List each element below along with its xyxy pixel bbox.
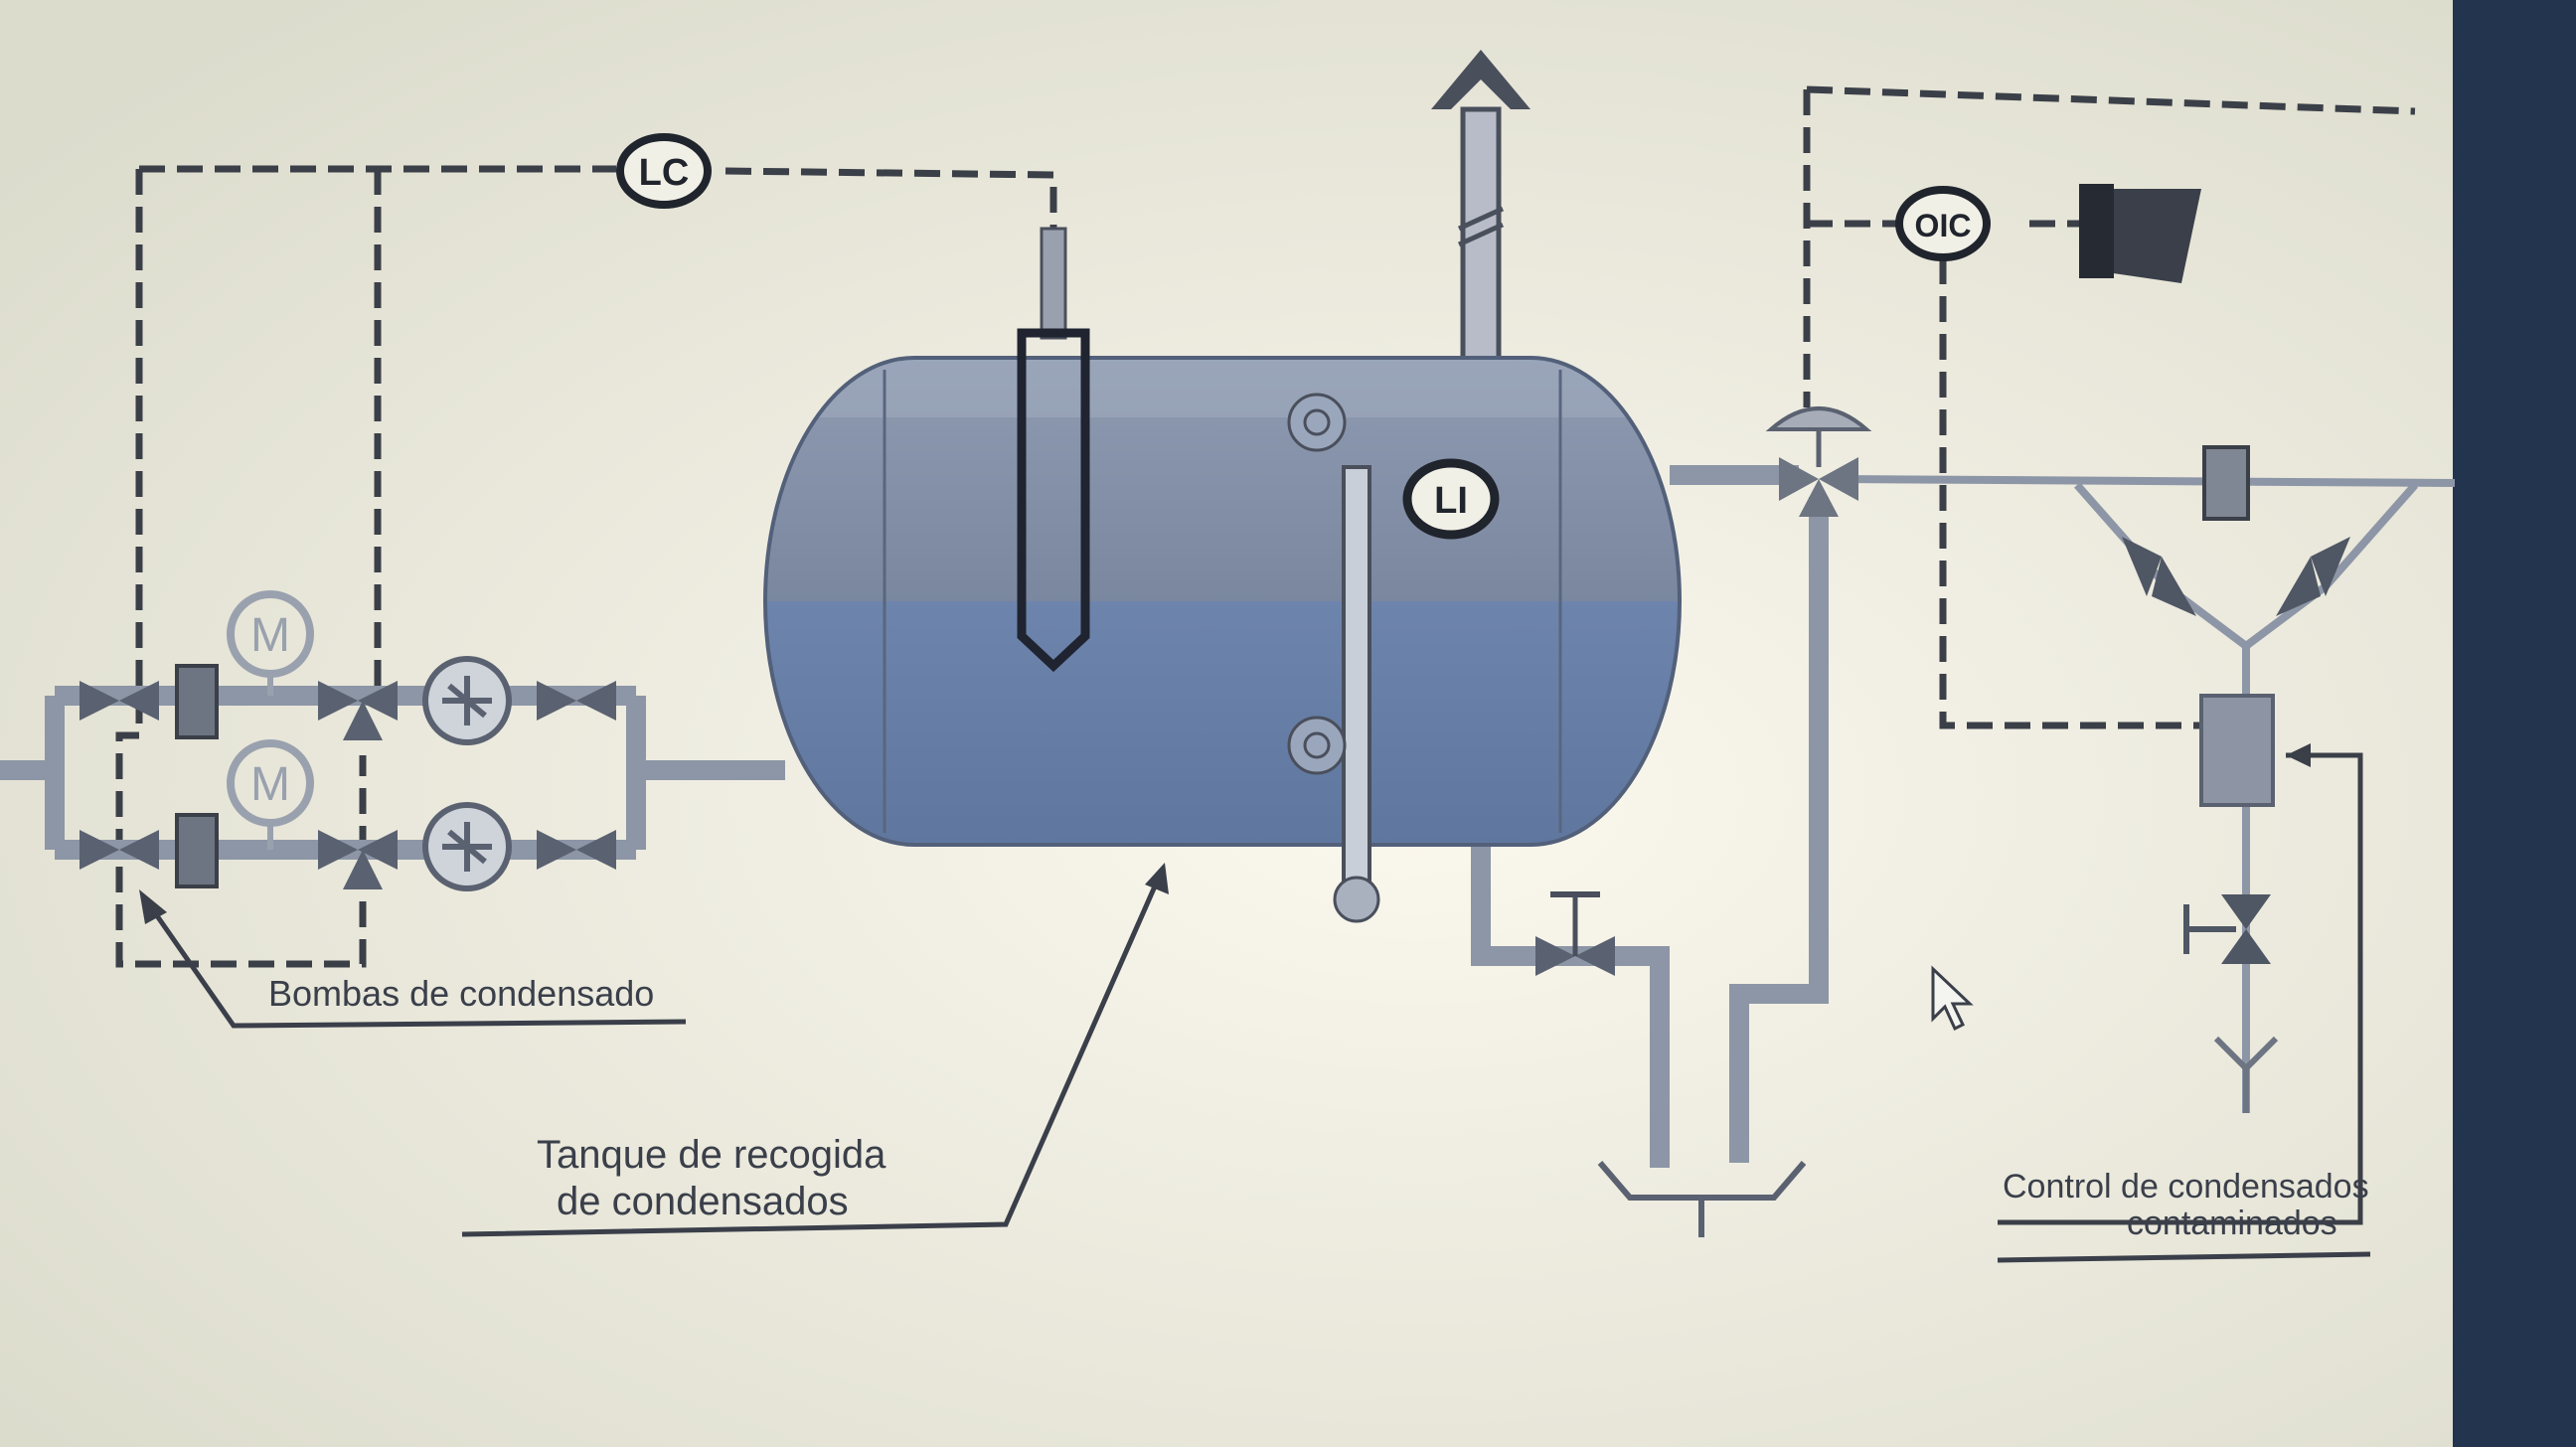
condensate-tank [763,227,1682,923]
mouse-cursor-icon [1931,965,1974,1032]
return-arrow [2286,743,2311,767]
pumps-callout [146,902,687,1029]
pumps-callout-arrow [139,889,167,924]
oic-instrument: OIC [1895,186,1991,261]
drain-valve [1535,891,1615,976]
tank-callout-arrow [1145,863,1169,894]
horn-body [2079,184,2114,278]
isolation-valves [2122,445,2350,964]
three-way-valve [1765,406,1872,517]
tank-callout [461,878,1161,1237]
li-tag: LI [1434,480,1468,522]
oic-tag: OIC [1915,208,1972,243]
return-line [1998,752,2363,1225]
lc-tag: LC [639,152,690,194]
pumps-label: Bombas de condensado [268,973,654,1014]
control-label-line1: Control de condensados [2003,1168,2369,1206]
motor-bottom-letter: M [250,758,290,811]
screen-edge [2453,0,2576,1447]
pump-assembly [80,590,616,891]
control-callout [1997,1251,2371,1263]
lc-instrument: LC [616,133,712,209]
tank-label-line1: Tanque de recogida [537,1133,886,1177]
motor-top-letter: M [250,609,290,662]
control-label-line2: contaminados [2127,1205,2337,1242]
li-instrument: LI [1402,458,1500,540]
sample-outlet [2213,1036,2279,1113]
tank-label-line2: de condensados [557,1180,849,1223]
drain-funnel [1597,1161,1807,1237]
